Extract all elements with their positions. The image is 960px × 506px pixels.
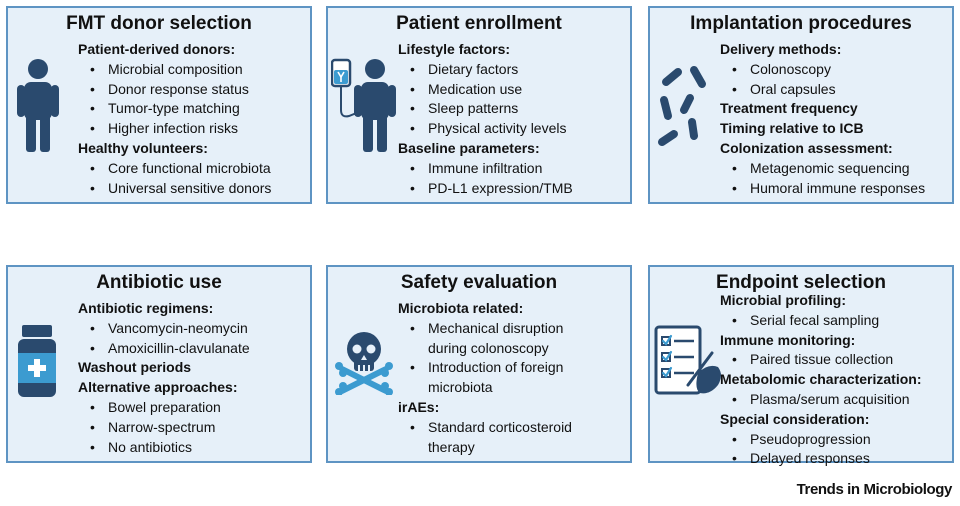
item-list: Microbial profiling: Serial fecal sampli… [720,291,948,469]
bullet-item: Colonoscopy [720,60,948,80]
section-heading: Immune monitoring: [720,331,856,348]
bullet-item: PD-L1 expression/TMB [398,179,626,199]
section-heading: Treatment frequency [720,100,858,117]
panel-implantation-procedures: Implantation procedures Delivery methods… [648,6,954,204]
bullet-item: Bowel preparation [78,398,306,418]
bullet-item: Mechanical disruption [398,319,626,339]
medicine-bottle-icon [18,325,56,397]
section-heading: Patient-derived donors: [78,41,236,57]
bullet-item: Metagenomic sequencing [720,159,948,179]
panel-endpoint-selection: Endpoint selection Microbial profiling: … [648,265,954,466]
item-list: Lifestyle factors: Dietary factors Medic… [398,40,626,198]
section-heading: Colonization assessment: [720,139,893,156]
bullet-item: Immune infiltration [398,159,626,179]
panel-safety-evaluation: Safety evaluation Microbiota related: Me… [326,265,632,463]
section-heading: Timing relative to ICB [720,120,864,137]
section-heading: Metabolomic characterization: [720,371,922,388]
bullet-continuation: during colonoscopy [428,339,549,356]
bullet-continuation: microbiota [428,379,493,396]
section-heading: Washout periods [78,359,192,376]
item-list: Antibiotic regimens: Vancomycin-neomycin… [78,299,306,457]
bullet-item: No antibiotics [78,438,306,458]
panel-title: Endpoint selection [716,272,886,293]
item-list: Patient-derived donors: Microbial compos… [78,40,306,198]
section-heading: Special consideration: [720,410,870,427]
section-heading: Lifestyle factors: [398,41,511,57]
bullet-item: Microbial composition [78,60,306,80]
bullet-item: Oral capsules [720,80,948,100]
panel-fmt-donor-selection: FMT donor selection Patient-derived dono… [6,6,312,204]
bullet-item: Narrow-spectrum [78,418,306,438]
panel-patient-enrollment: Patient enrollment Lifestyle factors: Di… [326,6,632,204]
item-list: Delivery methods: Colonoscopy Oral capsu… [720,40,948,198]
bullet-item: Physical activity levels [398,119,626,139]
panel-title: FMT donor selection [66,13,252,34]
bullet-item: Pseudoprogression [720,430,948,450]
checklist-icon [654,325,721,395]
section-heading: Delivery methods: [720,41,842,57]
bullet-item: Plasma/serum acquisition [720,390,948,410]
bullet-item: Dietary factors [398,60,626,80]
bullet-item: Sleep patterns [398,99,626,119]
bullet-item: Higher infection risks [78,119,306,139]
section-heading: Healthy volunteers: [78,139,208,156]
bullet-item: Universal sensitive donors [78,179,306,199]
section-heading: Baseline parameters: [398,139,540,156]
bullet-item: Donor response status [78,80,306,100]
person-icon [17,59,59,152]
section-heading: Alternative approaches: [78,379,238,396]
panel-title: Implantation procedures [690,13,912,34]
bullet-item: Vancomycin-neomycin [78,319,306,339]
journal-credit: Trends in Microbiology [796,481,953,498]
item-list: Microbiota related: Mechanical disruptio… [398,299,626,457]
panel-title: Safety evaluation [400,272,558,293]
bullet-item: Paired tissue collection [720,350,948,370]
panel-title: Patient enrollment [396,13,562,34]
bullet-item: Medication use [398,80,626,100]
bullet-item: Amoxicillin-clavulanate [78,339,306,359]
section-heading: Antibiotic regimens: [78,300,214,316]
panel-antibiotic-use: Antibiotic use Antibiotic regimens: Vanc… [6,265,312,463]
bullet-item: Humoral immune responses [720,179,948,199]
section-heading: Microbial profiling: [720,292,846,308]
bullet-item: Standard corticosteroid [398,418,626,438]
bullet-continuation: therapy [428,438,475,455]
section-heading: Microbiota related: [398,300,524,316]
bullet-item: Core functional microbiota [78,159,306,179]
panel-title: Antibiotic use [96,272,222,293]
bullet-item: Serial fecal sampling [720,311,948,331]
bullet-item: Tumor-type matching [78,99,306,119]
bacteria-icon [658,66,706,146]
bullet-item: Introduction of foreign [398,358,626,378]
section-heading: irAEs: [398,398,440,415]
patient-iv-drip-icon [331,58,396,152]
bullet-item: Delayed responses [720,449,948,469]
skull-crossbones-icon [335,332,393,395]
